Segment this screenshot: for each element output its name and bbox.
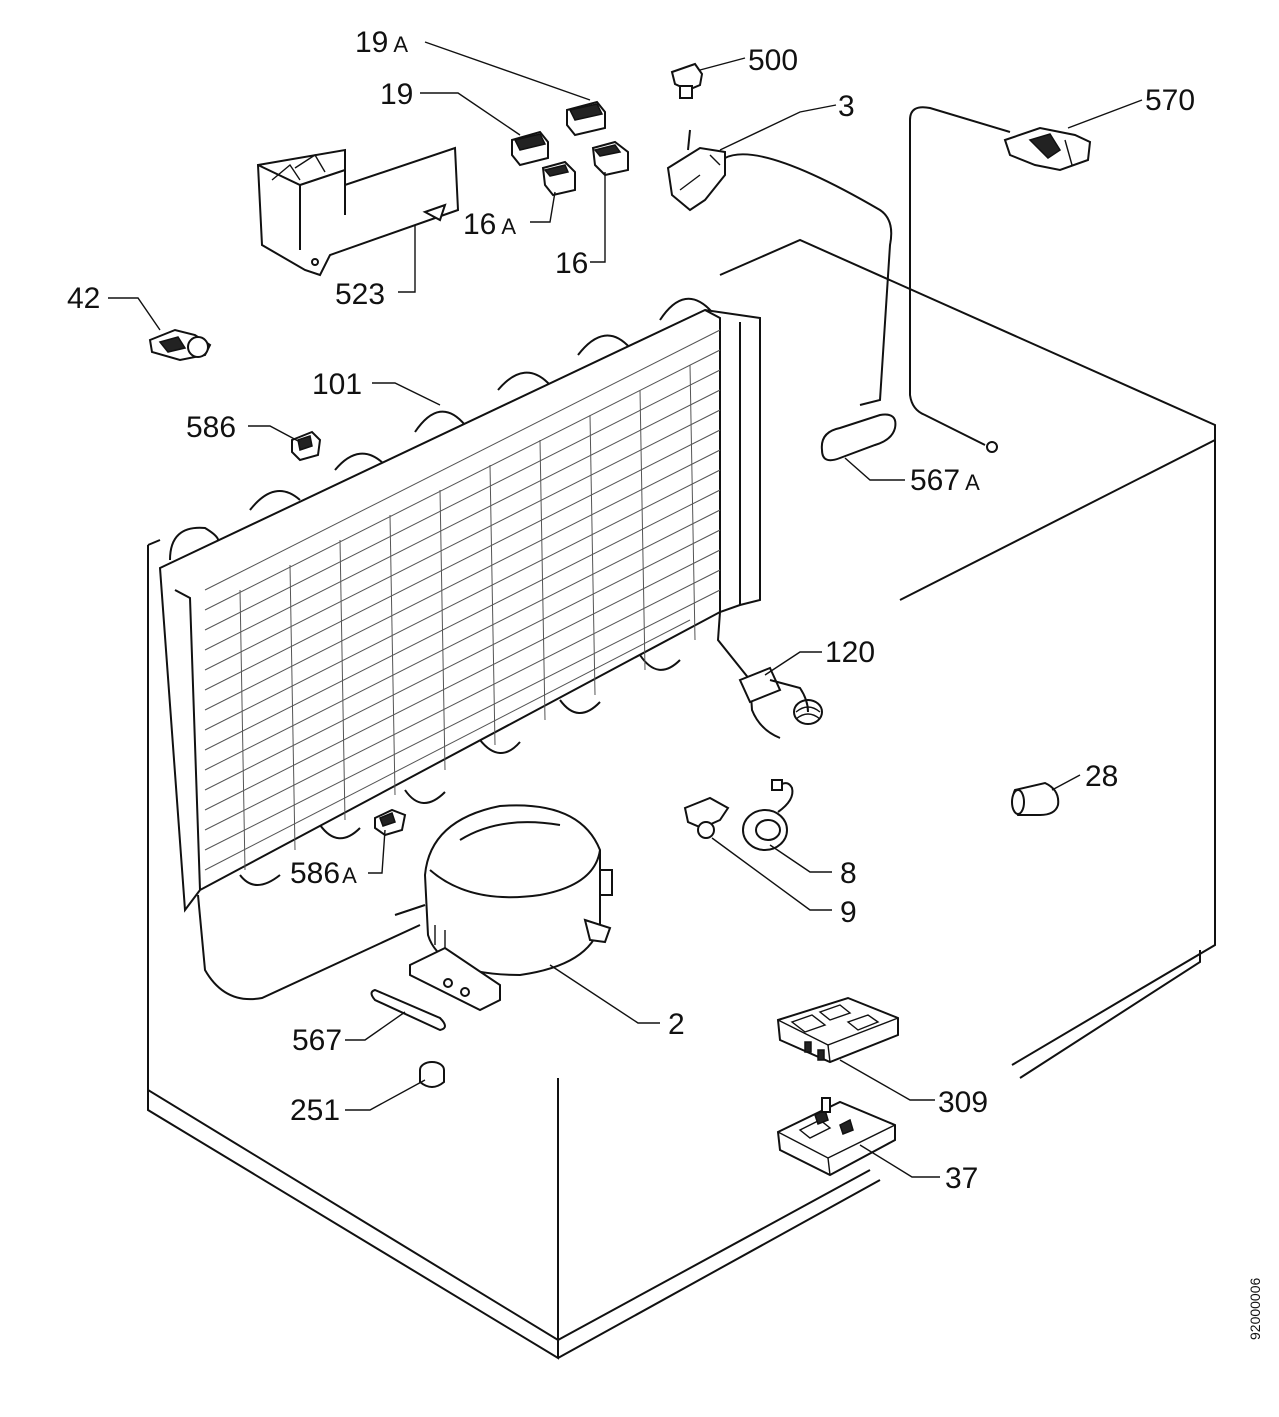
switch-16a <box>541 160 576 197</box>
pipe-567 <box>370 988 446 1032</box>
label-309: 309 <box>938 1086 988 1119</box>
overload-8 <box>742 779 794 851</box>
switch-19 <box>511 130 549 167</box>
label-567: 567 <box>292 1024 342 1057</box>
label-251: 251 <box>290 1094 340 1127</box>
label-570: 570 <box>1145 84 1195 117</box>
pipe-567a <box>820 413 897 462</box>
capacitor-28 <box>1011 781 1060 816</box>
label-37: 37 <box>945 1162 978 1195</box>
cabinet-outline <box>147 238 1216 1360</box>
label-101: 101 <box>312 368 362 401</box>
label-500: 500 <box>748 44 798 77</box>
clip-586 <box>291 430 322 462</box>
thermostat-42 <box>148 328 212 362</box>
bracket-37 <box>776 1097 896 1177</box>
condenser-101 <box>158 297 761 1001</box>
figure-code: 92000006 <box>1247 1277 1263 1340</box>
leader-lines <box>108 41 1143 1178</box>
relay-570 <box>909 106 1092 453</box>
relay-9 <box>683 796 730 839</box>
label-9: 9 <box>840 896 857 929</box>
switch-19a <box>566 100 606 137</box>
label-120: 120 <box>825 636 875 669</box>
label-42: 42 <box>67 282 100 315</box>
label-523: 523 <box>335 278 385 311</box>
label-3: 3 <box>838 90 855 123</box>
label-16: 16 <box>555 247 588 280</box>
compressor-2 <box>394 804 613 1012</box>
label-19: 19 <box>380 78 413 111</box>
label-586: 586 <box>186 411 236 444</box>
drain-tray-523 <box>256 146 460 277</box>
dryer-120 <box>738 666 823 739</box>
foot-251 <box>419 1061 445 1088</box>
label-2: 2 <box>668 1008 685 1041</box>
label-586a: 586A <box>290 857 357 890</box>
knob-500 <box>670 62 704 99</box>
label-8: 8 <box>840 857 857 890</box>
label-28: 28 <box>1085 760 1118 793</box>
switch-16 <box>591 140 629 177</box>
thermostat-3 <box>666 129 893 406</box>
terminal-block-309 <box>776 996 899 1064</box>
clip-586a <box>374 808 407 837</box>
